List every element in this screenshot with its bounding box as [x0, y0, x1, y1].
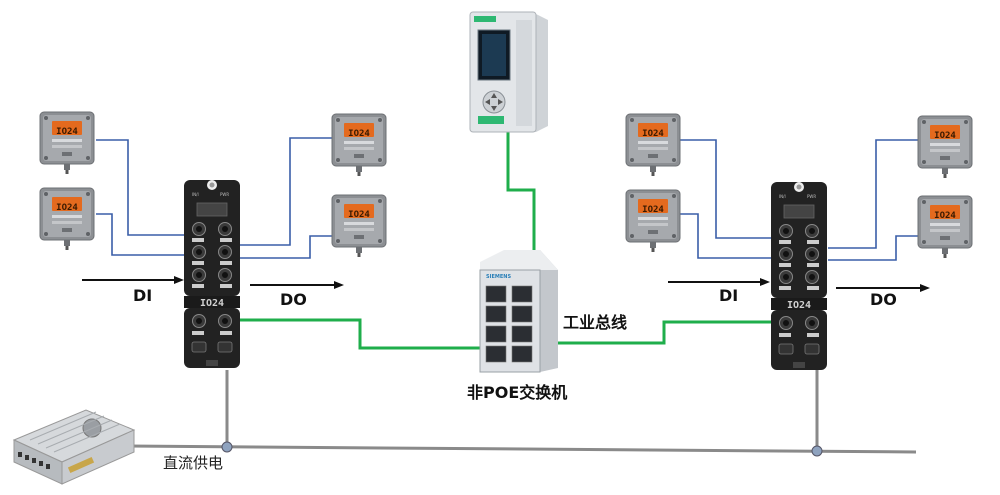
sensor-brand: IO24	[56, 203, 78, 213]
sensor-right-bottom-out	[917, 195, 973, 259]
right-io-wiring	[680, 139, 918, 261]
io-module-right	[771, 182, 827, 370]
sensor-brand: IO24	[934, 131, 956, 141]
fieldbus-lines	[240, 128, 772, 350]
dc-power-label: 直流供电	[163, 454, 223, 472]
non-poe-switch: SIEMENS	[479, 250, 558, 373]
sensor-right-bottom-in	[625, 189, 681, 253]
sensor-brand: IO24	[348, 210, 370, 220]
sensor-brand: IO24	[642, 205, 664, 215]
sensor-left-bottom-out	[331, 194, 387, 258]
power-junction-right	[811, 445, 823, 457]
sensor-brand: IO24	[348, 129, 370, 139]
do-label-left: DO	[280, 290, 307, 309]
sensor-brand: IO24	[642, 129, 664, 139]
sensor-right-top-in	[625, 113, 681, 177]
switch-label: 非POE交换机	[467, 383, 567, 402]
sensor-brand: IO24	[934, 211, 956, 221]
io-module-left	[184, 180, 240, 368]
di-label-right: DI	[719, 286, 738, 305]
fieldbus-label: 工业总线	[563, 313, 627, 332]
left-io-wiring	[96, 137, 332, 259]
power-junction-left	[221, 441, 233, 453]
signal-arrows	[82, 276, 930, 292]
plc-controller	[469, 11, 548, 133]
di-label-left: DI	[133, 286, 152, 305]
dc-power-supply	[12, 409, 136, 485]
dc-power-lines	[123, 370, 917, 454]
sensor-left-top-in	[39, 111, 95, 175]
sensor-brand: IO24	[56, 127, 78, 137]
sensor-left-bottom-in	[39, 187, 95, 251]
sensor-right-top-out	[917, 115, 973, 179]
svg-text:SIEMENS: SIEMENS	[486, 274, 511, 280]
do-label-right: DO	[870, 290, 897, 309]
sensor-left-top-out	[331, 113, 387, 177]
sensor-brand-labels: IO24 IO24 IO24 IO24 IO24 IO24 IO24 IO24	[56, 127, 956, 221]
